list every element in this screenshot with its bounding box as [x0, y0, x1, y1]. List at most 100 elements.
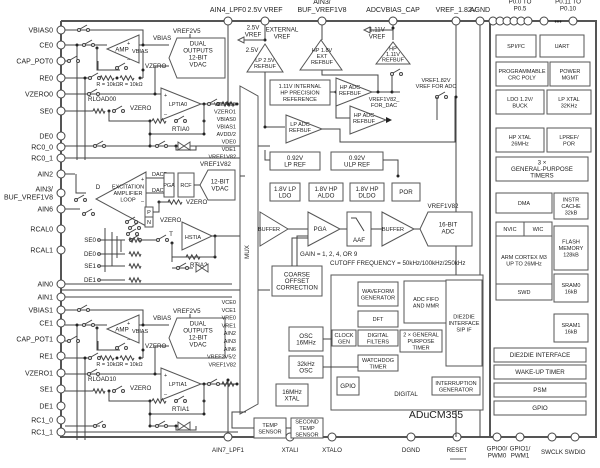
p-wire [153, 201, 170, 213]
vbias-switch-contact [86, 28, 90, 32]
mux-input-label: VRE1 [222, 323, 236, 329]
pin-cap-pot0 [56, 56, 66, 66]
top-pin-label: AIN4_LPF0 [210, 7, 246, 14]
dma-box-label: DMA [518, 201, 531, 207]
rc-switch [93, 144, 97, 148]
top-pin-label: ADCVBIAS_CAP [366, 7, 420, 14]
watchdog-timer-box [357, 354, 399, 372]
lp-adc-out [322, 96, 456, 143]
bottom-pin [406, 432, 416, 442]
lptia-plus-icon: + [164, 373, 167, 379]
rload-res-icon [92, 387, 106, 395]
hstia [181, 221, 214, 251]
swd-box [495, 283, 553, 301]
wake-up-timer-box [493, 364, 587, 380]
top-pin-label: VREF_1.82V [436, 7, 477, 14]
junction-dot [141, 348, 145, 352]
vbias-amp-label: VBIAS [132, 329, 149, 335]
left-pin-label: CAP_POT0 [16, 59, 53, 66]
lpf-switch [207, 382, 211, 386]
exc-vzero-label: VZERO [186, 199, 208, 206]
adc-vref-label: VREF1V82 [428, 203, 460, 210]
t-label: T [169, 231, 173, 238]
pin-de1 [56, 401, 66, 411]
rtia-switch-blade [176, 115, 185, 121]
junction-dot [75, 43, 79, 47]
gain-label: GAIN = 1, 2, 4, OR 9 [300, 251, 358, 258]
vzero-switch [87, 92, 91, 96]
bottom-pin-label: DGND [402, 447, 421, 454]
vref-adc-switch-contact [444, 95, 448, 99]
amp-0 [105, 34, 140, 64]
se-switch [112, 389, 116, 393]
pin-cap-pot1 [56, 334, 66, 344]
rc-switch-blade [95, 140, 104, 146]
r2-label: R = 10kΩ [119, 362, 142, 368]
amp-label: AMP [115, 47, 128, 54]
mux-label: MUX [244, 245, 251, 259]
waveform-generator-box [357, 281, 399, 307]
rc-switch-blade [95, 420, 104, 426]
hp111-switch [390, 72, 394, 76]
dma-box [495, 192, 553, 214]
rtia-label: RTIA0 [172, 126, 190, 133]
hs-switch-contact [137, 226, 141, 230]
amp-fb-switch-blade [117, 342, 126, 348]
vzero-switch [87, 372, 91, 376]
top-pin [451, 16, 461, 26]
vzero-switch-contact [96, 372, 100, 376]
junction-dot [235, 102, 239, 106]
re-switch [88, 356, 92, 360]
left-pin-label: VBIAS1 [28, 308, 53, 315]
junction-dot [202, 412, 206, 416]
left-pin-label: AIN1 [37, 295, 53, 302]
pin-ain6 [56, 204, 66, 214]
exc-vdac [199, 169, 236, 201]
junction-dot [148, 132, 152, 136]
offset-link-2 [291, 237, 308, 266]
left-pin-label: AIN2 [37, 172, 53, 179]
lptia-plus-icon: + [164, 93, 167, 99]
pin-vbias0 [56, 25, 66, 35]
hstia-switch-label: SE0 [84, 237, 96, 244]
diode-icon [177, 421, 185, 431]
rc-switch-2 [155, 424, 159, 428]
aaf-label: AAF [353, 237, 365, 244]
ain6-switch [82, 212, 86, 216]
left-pin-label: VZERO0 [25, 92, 53, 99]
uart-box [539, 34, 585, 58]
uart-box-label: UART [555, 44, 571, 50]
hstia-res-icon [128, 236, 142, 244]
hstia-input-node [97, 238, 101, 242]
pin-ain3- [56, 188, 66, 198]
bottom-pin [327, 432, 337, 442]
junction-dot [75, 323, 79, 327]
rtia-res-icon [151, 117, 167, 125]
vbias-switch [77, 308, 81, 312]
pin-rcal1 [56, 245, 66, 255]
hstia-switch-label: SE1 [84, 263, 96, 270]
junction-dot [141, 323, 145, 327]
hs-switch-blade [131, 234, 140, 240]
cap-switch-contact [76, 59, 80, 63]
lpref-por-box-label: LPREF/POR [559, 135, 579, 148]
hs-switch [126, 232, 130, 236]
pin-rcal0 [56, 224, 66, 234]
lpf-switch [207, 102, 211, 106]
hstia-var-res-icon [128, 276, 142, 284]
vzero-lptia-label: VZERO [130, 105, 152, 112]
arrow-left-icon [236, 36, 245, 44]
pin-vzero1 [56, 368, 66, 378]
sensor-mux-wire [231, 411, 254, 429]
die2die-interface-box-label: DIE2DIE INTERFACE [510, 352, 571, 359]
aaf-filter-icon [351, 217, 365, 232]
gpio-box [493, 400, 587, 416]
left-pin-label: RCAL1 [30, 248, 53, 255]
